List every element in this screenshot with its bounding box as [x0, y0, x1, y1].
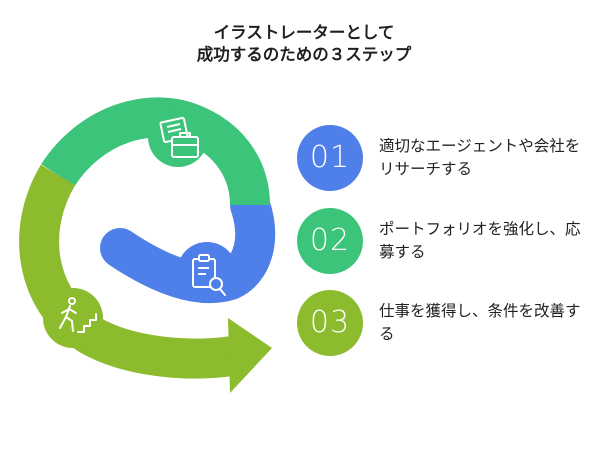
step-description: ポートフォリオを強化し、応募する [379, 220, 581, 261]
page-title: イラストレーターとして 成功するのための３ステップ [0, 22, 608, 66]
step-number-badge: 02 [297, 208, 363, 274]
step-number-badge: 03 [297, 290, 363, 356]
step-description: 仕事を獲得し、条件を改善する [379, 302, 581, 343]
step-1: 01 適切なエージェントや会社をリサーチする [297, 125, 597, 191]
person-climbing-stairs-icon [43, 288, 103, 348]
title-line-1: イラストレーターとして [213, 23, 395, 42]
title-line-2: 成功するのための３ステップ [196, 45, 412, 64]
step-2: 02 ポートフォリオを強化し、応募する [297, 208, 597, 274]
step-number-badge: 01 [297, 125, 363, 191]
clipboard-search-icon [177, 242, 237, 302]
step-3: 03 仕事を獲得し、条件を改善する [297, 290, 597, 356]
document-briefcase-icon [148, 107, 208, 167]
arrow-head [228, 318, 272, 393]
step-description: 適切なエージェントや会社をリサーチする [379, 137, 581, 178]
